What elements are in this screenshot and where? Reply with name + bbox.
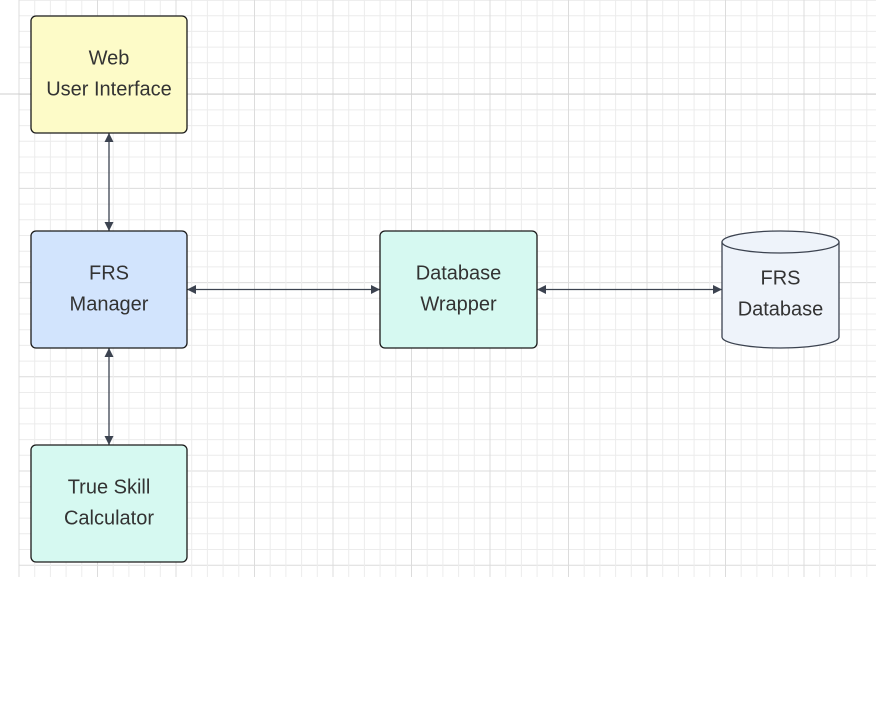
node-label: True Skill xyxy=(68,476,151,498)
node-frs-manager[interactable]: FRS Manager xyxy=(30,230,188,349)
node-label: FRS xyxy=(761,267,801,289)
node-label: Calculator xyxy=(64,507,154,529)
node-box xyxy=(30,230,188,349)
node-box xyxy=(30,444,188,563)
node-label: Database xyxy=(416,262,502,284)
node-box xyxy=(379,230,538,349)
node-label: FRS xyxy=(89,262,129,284)
connector-layer xyxy=(104,133,722,445)
node-label: Manager xyxy=(70,293,149,315)
node-label: Web xyxy=(89,47,130,69)
node-box xyxy=(30,15,188,134)
node-label: Wrapper xyxy=(420,293,497,315)
node-frs-database[interactable]: FRS Database xyxy=(721,230,840,349)
cylinder-body xyxy=(721,242,840,349)
node-label: Database xyxy=(738,298,824,320)
node-label: User Interface xyxy=(46,78,172,100)
cylinder-top xyxy=(721,230,840,254)
